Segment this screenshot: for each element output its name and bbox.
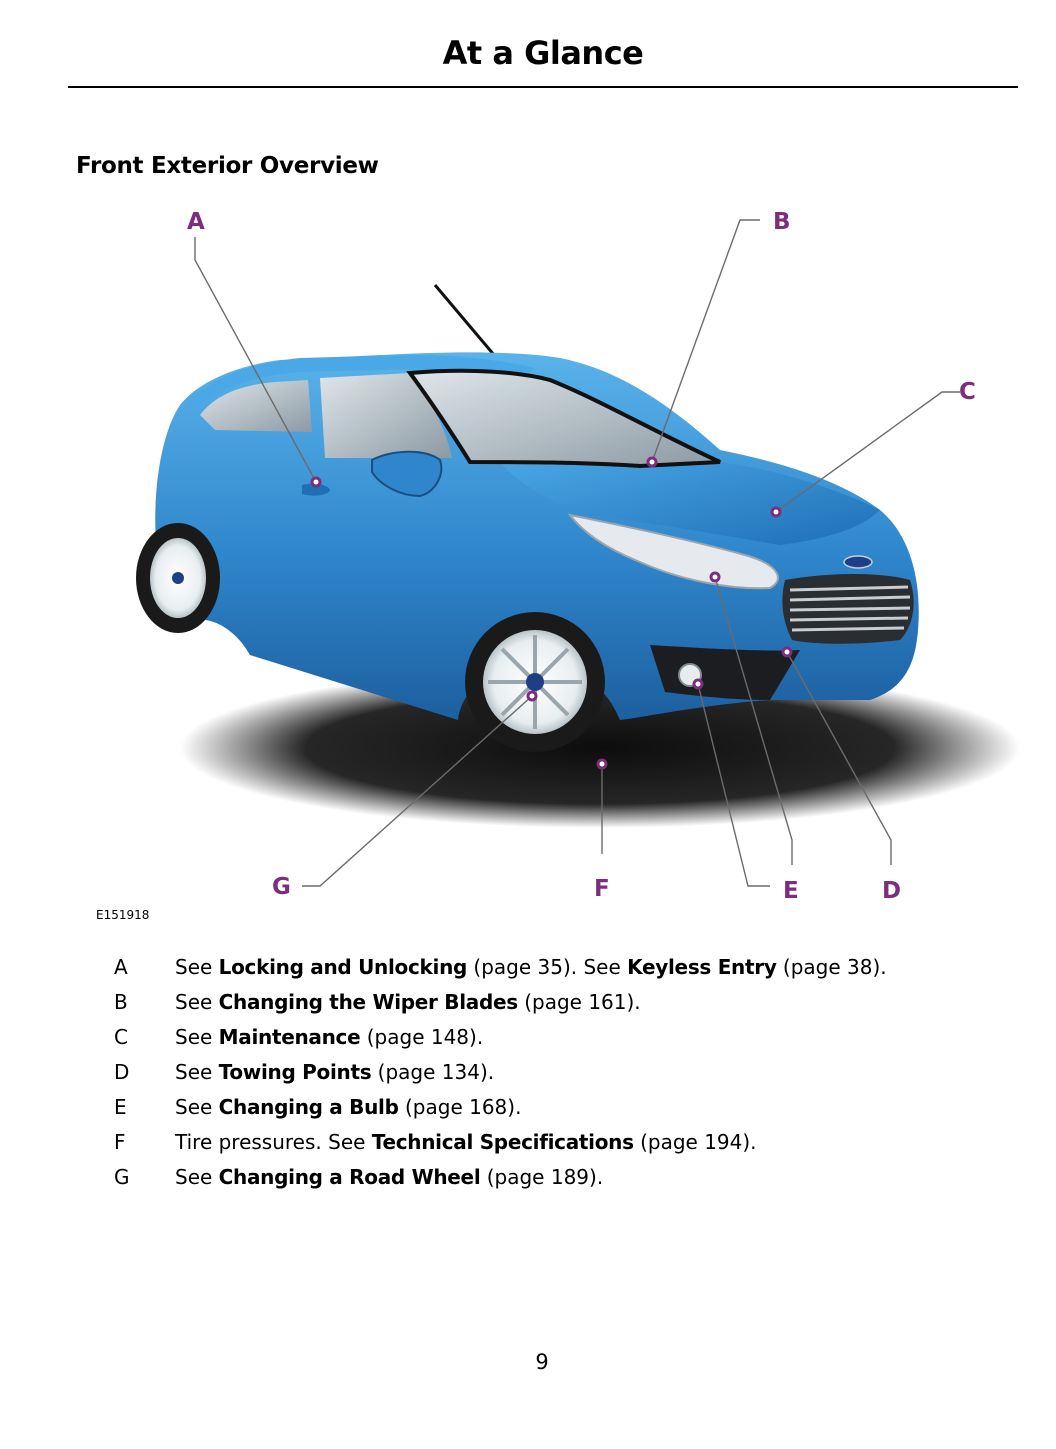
grille-bars xyxy=(789,585,911,632)
legend-description: See Changing the Wiper Blades (page 161)… xyxy=(175,990,641,1014)
legend-item: D See Towing Points (page 134). xyxy=(0,1060,1056,1090)
legend-text: See xyxy=(175,955,219,979)
legend-key: E xyxy=(114,1095,127,1119)
front-wheel xyxy=(465,612,605,752)
legend-key: A xyxy=(114,955,128,979)
callout-label-a: A xyxy=(187,209,205,235)
legend-description: See Changing a Bulb (page 168). xyxy=(175,1095,521,1119)
front-side-window xyxy=(320,373,452,458)
legend-text: (page 168). xyxy=(398,1095,522,1119)
legend-text: See xyxy=(175,1095,219,1119)
cross-reference-title[interactable]: Maintenance xyxy=(218,1025,361,1049)
cross-reference-title[interactable]: Changing a Bulb xyxy=(218,1095,399,1119)
cross-reference-title[interactable]: Technical Specifications xyxy=(371,1130,634,1154)
legend-text: See xyxy=(175,990,219,1014)
page-header: At a Glance xyxy=(0,0,1056,90)
legend-description: See Towing Points (page 134). xyxy=(175,1060,494,1084)
legend-key: D xyxy=(114,1060,130,1084)
legend-description: See Changing a Road Wheel (page 189). xyxy=(175,1165,603,1189)
headlight xyxy=(567,513,779,590)
legend-text: (page 189). xyxy=(480,1165,604,1189)
legend-item: E See Changing a Bulb (page 168). xyxy=(0,1095,1056,1125)
legend-description: See Maintenance (page 148). xyxy=(175,1025,483,1049)
car-hood xyxy=(500,456,880,545)
rear-wheel xyxy=(136,523,220,633)
legend-text: (page 161). xyxy=(517,990,641,1014)
legend-description: See Locking and Unlocking (page 35). See… xyxy=(175,955,887,979)
side-mirror xyxy=(371,450,443,498)
legend-text: (page 134). xyxy=(371,1060,495,1084)
header-divider xyxy=(68,86,1018,88)
callout-label-d: D xyxy=(882,878,901,904)
page-title: At a Glance xyxy=(442,34,644,72)
callout-label-g: G xyxy=(272,874,291,900)
ford-badge xyxy=(843,555,873,569)
legend-key: C xyxy=(114,1025,128,1049)
callout-label-b: B xyxy=(773,209,791,235)
section-title: Front Exterior Overview xyxy=(76,153,379,179)
door-handle xyxy=(302,483,330,496)
legend-description: Tire pressures. See Technical Specificat… xyxy=(175,1130,757,1154)
legend-key: G xyxy=(114,1165,130,1189)
callout-dots xyxy=(310,456,793,770)
legend-item: B See Changing the Wiper Blades (page 161… xyxy=(0,990,1056,1020)
legend-item: C See Maintenance (page 148). xyxy=(0,1025,1056,1055)
cross-reference-title[interactable]: Changing the Wiper Blades xyxy=(218,990,518,1014)
legend-item: F Tire pressures. See Technical Specifica… xyxy=(0,1130,1056,1160)
cross-reference-title[interactable]: Changing a Road Wheel xyxy=(218,1165,481,1189)
page-number: 9 xyxy=(535,1350,549,1374)
cross-reference-title[interactable]: Keyless Entry xyxy=(627,955,777,979)
legend-text: See xyxy=(175,1060,219,1084)
legend-text: (page 148). xyxy=(360,1025,484,1049)
legend-text: See xyxy=(175,1165,219,1189)
antenna xyxy=(433,284,502,363)
figure-id: E151918 xyxy=(96,908,150,922)
car-exterior-figure: A B C D E F G xyxy=(80,200,1030,920)
legend-text: (page 194). xyxy=(633,1130,757,1154)
callout-leader-lines xyxy=(194,219,960,887)
legend-text: Tire pressures. See xyxy=(175,1130,372,1154)
windshield xyxy=(406,368,721,469)
car-illustration: A B C D E F G xyxy=(136,209,1020,904)
cross-reference-title[interactable]: Locking and Unlocking xyxy=(218,955,468,979)
callout-label-c: C xyxy=(959,379,976,405)
legend-item: A See Locking and Unlocking (page 35). Se… xyxy=(0,955,1056,985)
callout-label-e: E xyxy=(783,878,799,904)
legend-text: (page 35). See xyxy=(467,955,628,979)
rear-side-window xyxy=(200,380,312,432)
legend-key: F xyxy=(114,1130,126,1154)
car-roof xyxy=(185,355,535,408)
cross-reference-title[interactable]: Towing Points xyxy=(218,1060,372,1084)
legend-text: (page 38). xyxy=(776,955,887,979)
legend-item: G See Changing a Road Wheel (page 189). xyxy=(0,1165,1056,1195)
legend-text: See xyxy=(175,1025,219,1049)
callout-label-f: F xyxy=(594,876,610,902)
car-shadow xyxy=(180,668,1020,828)
legend-key: B xyxy=(114,990,128,1014)
